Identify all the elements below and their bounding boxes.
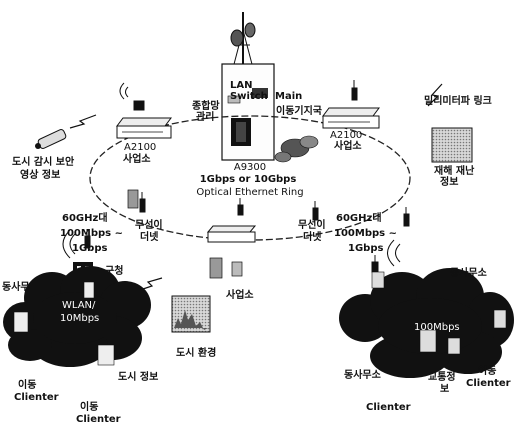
lan-switch-label-2: Switch — [230, 91, 268, 102]
radio-tower-icon — [231, 12, 255, 68]
router-right-label: A2100 — [330, 130, 362, 141]
mobile-station-label: 이동기지국 — [276, 106, 322, 117]
band-left-label-3: 1Gbps — [72, 243, 107, 254]
office-bottom-label: 사업소 — [226, 290, 254, 301]
mmwave-link-label: 밀리미터파 링크 — [424, 96, 492, 107]
cctv-info-label-2: 영상 정보 — [20, 170, 60, 181]
ring-name-label: Optical Ethernet Ring — [196, 187, 303, 198]
central-office-building — [222, 64, 274, 160]
wireless-dock-left-label-2: 더넷 — [140, 232, 158, 243]
office-left-label: 사업소 — [123, 154, 151, 165]
lan-switch-label-1: LAN — [230, 80, 252, 91]
dong-office-left-label: 동사무 — [2, 282, 30, 293]
ring-capacity-label: 1Gbps or 10Gbps — [200, 174, 297, 185]
mobile-base-station-icon — [275, 136, 318, 162]
integrated-mgmt-label-2: 관리 — [196, 112, 214, 123]
mobile-client-3-label-b: Clienter — [466, 378, 511, 389]
core-router-label: A9300 — [234, 162, 266, 173]
router-left-icon — [117, 118, 171, 138]
wireless-dock-left-label-1: 무선이 — [135, 220, 163, 231]
wlan-right-label: 100Mbps — [414, 322, 460, 333]
router-bottom-icon — [208, 226, 255, 242]
cctv-info-label-1: 도시 감시 보안 — [12, 157, 74, 168]
client-right-label: Clienter — [366, 402, 411, 413]
mobile-client-3-label-a: 이동 — [478, 366, 496, 377]
cctv-camera-icon — [35, 129, 67, 150]
band-left-label-1: 60GHz대 — [62, 213, 108, 224]
band-right-label-1: 60GHz대 — [336, 213, 382, 224]
disaster-info-label-2: 정보 — [440, 177, 458, 188]
dong-office-right-top-label: 동사무소 — [450, 268, 487, 279]
dong-office-right-bottom-label: 동사무소 — [344, 370, 381, 381]
wireless-dock-right-label-2: 더넷 — [303, 232, 321, 243]
disaster-photo — [432, 128, 472, 162]
city-env-label: 도시 환경 — [176, 348, 216, 359]
integrated-mgmt-label-1: 종합망 — [192, 101, 220, 112]
mobile-client-1-label-a: 이동 — [18, 380, 36, 391]
city-hall-label: 구청 — [105, 266, 123, 277]
band-right-label-3: 1Gbps — [348, 243, 383, 254]
mobile-client-2-label-b: Clienter — [76, 414, 121, 425]
band-left-label-2: 100Mbps ~ — [60, 228, 123, 239]
disaster-info-label-1: 재해 재난 — [434, 166, 474, 177]
wireless-dock-right-label-1: 무선이 — [298, 220, 326, 231]
mobile-client-1-label-b: Clienter — [14, 392, 59, 403]
band-right-label-2: 100Mbps ~ — [334, 228, 397, 239]
router-left-label: A2100 — [124, 142, 156, 153]
mobile-client-2-label-a: 이동 — [80, 402, 98, 413]
city-info-label: 도시 정보 — [118, 372, 158, 383]
traffic-info-label-1: 교통정 — [428, 372, 456, 383]
wlan-label-1: WLAN/ — [62, 300, 95, 311]
router-right-icon — [323, 108, 379, 128]
office-right-label: 사업소 — [334, 141, 362, 152]
main-label: Main — [275, 91, 302, 102]
lightning-link-left — [70, 115, 96, 128]
wlan-label-2: 10Mbps — [60, 313, 99, 324]
traffic-info-label-2: 보 — [440, 384, 449, 395]
